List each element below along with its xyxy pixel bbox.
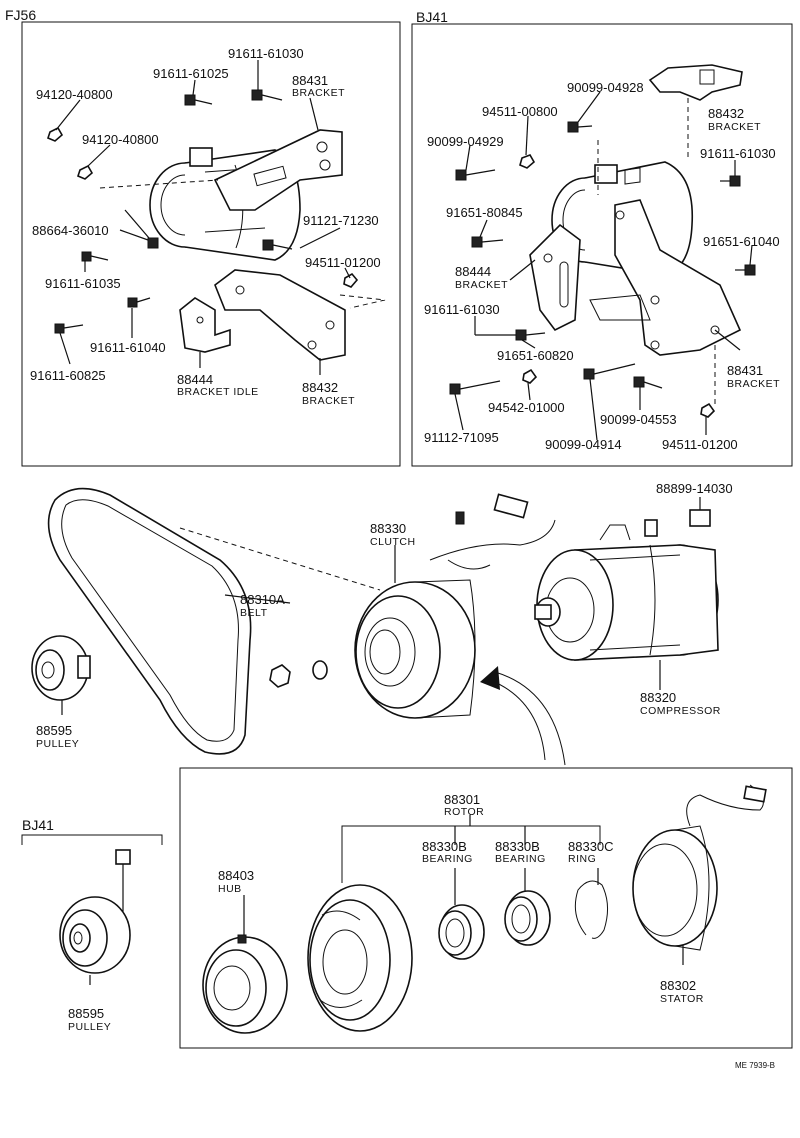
fj56-bracket-88431-drawing [213, 129, 343, 211]
fj56-frame [21, 21, 401, 467]
clutch-drawing [354, 493, 556, 719]
fj56-label-88431-name: BRACKET [292, 87, 345, 99]
label-88403-name: HUB [218, 883, 242, 895]
bj41-top-panel: BJ41 [411, 9, 793, 467]
label-88302-name: STATOR [660, 993, 704, 1005]
clutch-nut-drawing [269, 664, 291, 688]
label-88595-mid-name: PULLEY [36, 738, 79, 750]
bj41-label-94511-00800: 94511-00800 [482, 104, 558, 119]
bj41-label-88595: 88595 [68, 1006, 104, 1021]
fj56-bolts [47, 89, 359, 334]
bj41-frame [411, 23, 793, 467]
label-88403: 88403 [218, 868, 254, 883]
label-88320-name: COMPRESSOR [640, 705, 721, 717]
label-88330B-b: 88330B [495, 839, 540, 854]
bj41-bracket-88444-drawing [529, 223, 581, 332]
fj56-label-88432: 88432 [302, 380, 338, 395]
label-88330C: 88330C [568, 839, 614, 854]
hub-drawing [202, 934, 288, 1034]
bj41-label-88444: 88444 [455, 264, 491, 279]
bj41-leaders [454, 91, 753, 441]
label-88899-14030: 88899-14030 [656, 481, 733, 496]
fj56-bracket-88432-drawing [214, 269, 346, 361]
bj41-label-94542-01000: 94542-01000 [488, 400, 565, 415]
bj41-label-88432: 88432 [708, 106, 744, 121]
fj56-panel: FJ56 [5, 7, 401, 467]
bj41-bolts [449, 121, 756, 418]
bj41-label-90099-04914: 90099-04914 [545, 437, 622, 452]
bj41-pulley-section: BJ41 88595 PULLEY [21, 817, 163, 1033]
clutch-washer-drawing [312, 660, 328, 680]
fj56-label-88431: 88431 [292, 73, 328, 88]
label-88301-name: ROTOR [444, 806, 484, 818]
label-88320: 88320 [640, 690, 676, 705]
bj41-label-91651-61040: 91651-61040 [703, 234, 780, 249]
bj41-label-90099-04553: 90099-04553 [600, 412, 677, 427]
fj56-label-91611-61040: 91611-61040 [90, 340, 166, 355]
fj56-label-94120-40800-a: 94120-40800 [36, 87, 113, 102]
rotor-drawing [307, 884, 413, 1032]
fj56-leaders [55, 60, 351, 375]
label-88302: 88302 [660, 978, 696, 993]
bj41-top-section-label: BJ41 [416, 9, 448, 25]
label-88301: 88301 [444, 792, 480, 807]
bj41-bracket-88431-drawing [614, 199, 742, 356]
label-88310A-name: BELT [240, 607, 268, 619]
bj41-pulley-section-label: BJ41 [22, 817, 54, 833]
connector-drawing [689, 509, 711, 527]
bj41-label-91611-61030-b: 91611-61030 [424, 302, 500, 317]
label-88330-name: CLUTCH [370, 536, 416, 548]
label-88330: 88330 [370, 521, 406, 536]
label-88330B-a: 88330B [422, 839, 467, 854]
fj56-label-91611-61035: 91611-61035 [45, 276, 121, 291]
clutch-exploded-panel: 88301 ROTOR 88403 HUB 88330B BEARING 883… [179, 767, 793, 1070]
fj56-label-94511-01200: 94511-01200 [305, 255, 381, 270]
assembly-arrow [480, 666, 500, 690]
bj41-label-88431-name: BRACKET [727, 378, 780, 390]
bj41-label-91651-60820: 91651-60820 [497, 348, 574, 363]
stator-drawing [632, 784, 767, 951]
bj41-label-88595-name: PULLEY [68, 1021, 111, 1033]
bj41-label-88431: 88431 [727, 363, 763, 378]
fj56-label-91611-60825: 91611-60825 [30, 368, 106, 383]
bj41-bracket-88432-drawing [648, 64, 743, 101]
bearing-a-drawing [438, 904, 485, 960]
label-88330C-name: RING [568, 853, 596, 865]
pulley-drawing [31, 635, 91, 701]
label-88310A: 88310A [240, 592, 285, 607]
fj56-label-91121-71230: 91121-71230 [303, 213, 379, 228]
label-88330B-a-name: BEARING [422, 853, 473, 865]
bj41-label-94511-01200: 94511-01200 [662, 437, 738, 452]
fj56-label-88664-36010: 88664-36010 [32, 223, 109, 238]
ring-drawing [574, 880, 608, 939]
bj41-label-91112-71095: 91112-71095 [424, 430, 499, 445]
fj56-section-label: FJ56 [5, 7, 36, 23]
fj56-label-88444-name: BRACKET IDLE [177, 386, 259, 398]
bj41-label-90099-04928: 90099-04928 [567, 80, 644, 95]
diagram-code: ME 7939-B [735, 1061, 775, 1070]
clutch-exploded-frame [179, 767, 793, 1049]
label-88330B-b-name: BEARING [495, 853, 546, 865]
belt-drawing [47, 487, 252, 755]
bj41-label-88444-name: BRACKET [455, 279, 508, 291]
fj56-bracket-idle-drawing [179, 297, 231, 353]
label-88595-mid: 88595 [36, 723, 72, 738]
fj56-label-88432-name: BRACKET [302, 395, 355, 407]
fj56-label-94120-40800-b: 94120-40800 [82, 132, 159, 147]
bj41-label-88432-name: BRACKET [708, 121, 761, 133]
bj41-label-90099-04929: 90099-04929 [427, 134, 504, 149]
compressor-drawing [534, 519, 719, 661]
fj56-label-91611-61030: 91611-61030 [228, 46, 304, 61]
fj56-label-91611-61025: 91611-61025 [153, 66, 229, 81]
middle-section: 88899-14030 88330 CLUTCH 88310A BELT 885… [31, 481, 733, 766]
fj56-label-88444: 88444 [177, 372, 213, 387]
bearing-b-drawing [504, 890, 551, 946]
bj41-label-91651-80845: 91651-80845 [446, 205, 523, 220]
bj41-label-91611-61030-a: 91611-61030 [700, 146, 776, 161]
